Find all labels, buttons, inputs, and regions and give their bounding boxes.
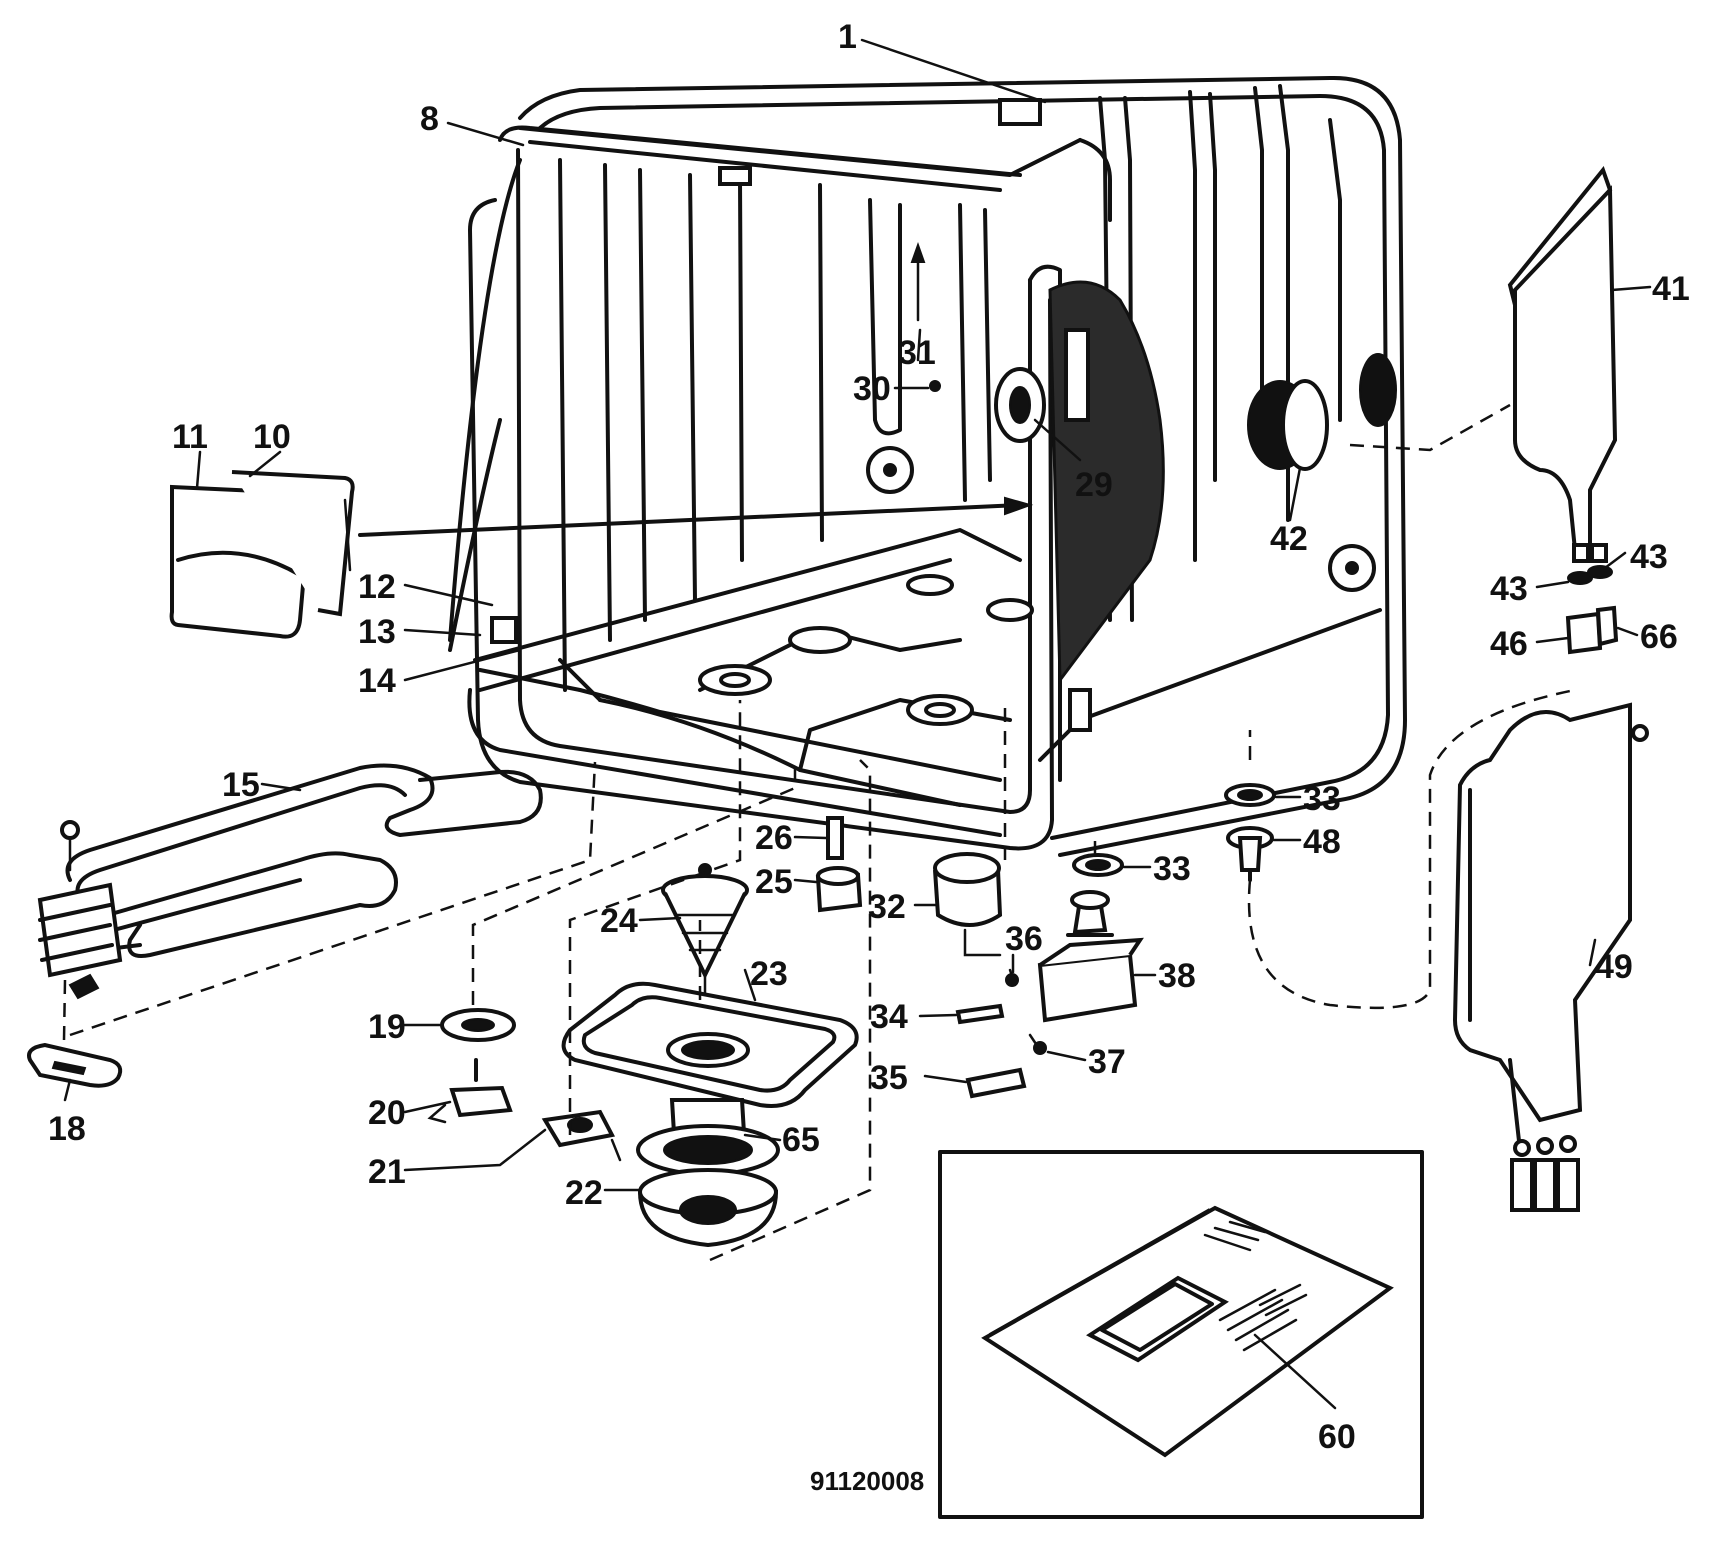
callout-34: 34 xyxy=(870,998,908,1036)
callout-42: 42 xyxy=(1270,520,1308,558)
heating-element xyxy=(37,763,543,1000)
callout-43-right: 43 xyxy=(1630,538,1668,576)
callout-11: 11 xyxy=(172,418,208,456)
float-parts xyxy=(427,1008,622,1162)
leader-lines xyxy=(63,38,1652,1410)
callout-19: 19 xyxy=(368,1008,406,1046)
callout-33-middle: 33 xyxy=(1153,850,1191,888)
callout-26: 26 xyxy=(755,819,793,857)
callout-32: 32 xyxy=(868,888,906,926)
callout-31: 31 xyxy=(898,334,936,372)
callout-36: 36 xyxy=(1005,920,1043,958)
callout-41: 41 xyxy=(1652,270,1690,308)
callout-20: 20 xyxy=(368,1094,406,1132)
callout-38: 38 xyxy=(1158,957,1196,995)
callout-18: 18 xyxy=(48,1110,86,1148)
callout-49: 49 xyxy=(1595,948,1633,986)
callout-24: 24 xyxy=(600,902,638,940)
pump-sump-parts xyxy=(561,816,863,1248)
callout-37: 37 xyxy=(1088,1043,1126,1081)
callout-60: 60 xyxy=(1318,1418,1356,1456)
callout-15: 15 xyxy=(222,766,260,804)
callout-13: 13 xyxy=(358,613,396,651)
callout-22: 22 xyxy=(565,1174,603,1212)
inlet-parts xyxy=(933,783,1276,1099)
callout-66: 66 xyxy=(1640,618,1678,656)
callout-14: 14 xyxy=(358,662,396,700)
callout-12: 12 xyxy=(358,568,396,606)
manual-inset xyxy=(938,1150,1424,1519)
callout-29: 29 xyxy=(1075,466,1113,504)
callout-43-left: 43 xyxy=(1490,570,1528,608)
callout-21: 21 xyxy=(368,1153,406,1191)
side-cover-41 xyxy=(1507,165,1619,655)
callout-8: 8 xyxy=(420,100,439,138)
tub-assembly xyxy=(358,75,1407,857)
callout-46: 46 xyxy=(1490,625,1528,663)
callout-65: 65 xyxy=(782,1121,820,1159)
callout-23: 23 xyxy=(750,955,788,993)
callout-labels: 1 8 11 10 12 13 14 15 18 19 20 21 22 23 … xyxy=(48,18,1690,1496)
assembly-guide-lines xyxy=(62,403,1576,1262)
callout-30: 30 xyxy=(853,370,891,408)
callout-10: 10 xyxy=(253,418,291,456)
callout-48: 48 xyxy=(1303,823,1341,861)
callout-33-right: 33 xyxy=(1303,780,1341,818)
callout-35: 35 xyxy=(870,1059,908,1097)
callout-25: 25 xyxy=(755,863,793,901)
side-cover-49 xyxy=(1452,702,1649,1212)
figure-code: 91120008 xyxy=(810,1466,924,1496)
detergent-dispenser-parts xyxy=(169,470,355,639)
callout-1: 1 xyxy=(838,18,857,56)
heater-bracket-18 xyxy=(27,1042,123,1088)
